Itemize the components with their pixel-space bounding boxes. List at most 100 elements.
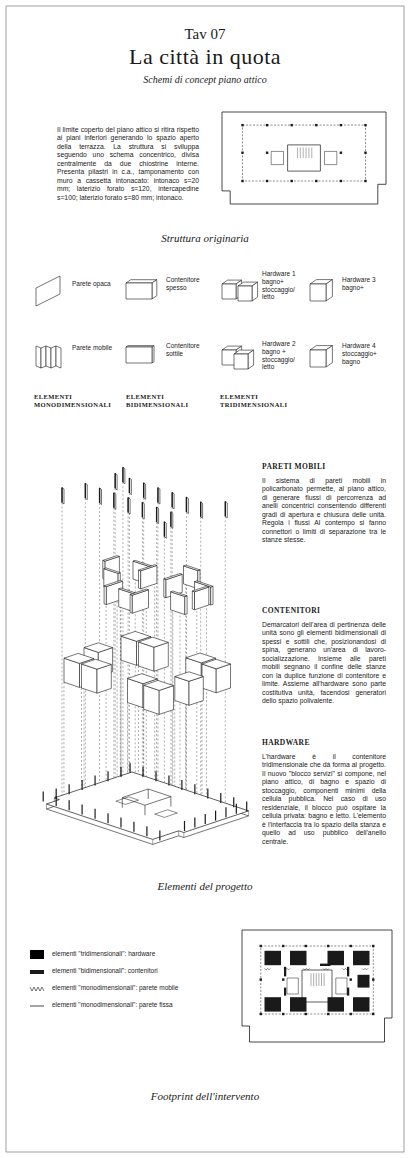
column	[241, 152, 243, 154]
column	[225, 807, 226, 817]
container-panel	[133, 560, 151, 566]
mobile-wall	[115, 473, 117, 490]
column	[372, 1013, 374, 1015]
container-panel	[130, 595, 132, 614]
container-panel	[184, 565, 201, 571]
hardware-block	[290, 951, 307, 965]
section-heading: HARDWARE	[262, 738, 386, 747]
core-edge	[148, 789, 149, 799]
mobile-wall-edge	[170, 512, 171, 527]
hardware-2-icon	[248, 350, 254, 369]
mobile-wall-icon	[56, 346, 61, 368]
floor-plan	[242, 930, 392, 1042]
element-label: Hardware 4 stoccaggio+ bagno	[342, 342, 388, 365]
column	[315, 180, 317, 182]
legend	[30, 950, 44, 1006]
mobile-wall-icon	[36, 346, 41, 368]
column	[260, 978, 262, 980]
mobile-wall-edge	[61, 488, 62, 503]
category-label: ELEMENTI MONODIMENSIONALI	[34, 393, 120, 410]
legend-swatch-color	[30, 950, 44, 959]
thin-container-icon	[126, 347, 152, 363]
column	[133, 822, 134, 832]
mobile-wall-edge	[164, 522, 165, 537]
mobile-wall	[142, 502, 144, 519]
light-well	[325, 151, 337, 164]
legend-swatch	[30, 1006, 44, 1007]
container-panel	[104, 568, 121, 574]
exploded-axonometric	[43, 467, 248, 844]
column	[282, 945, 284, 947]
container-panel	[139, 570, 141, 589]
column	[56, 789, 57, 799]
column	[350, 978, 352, 980]
section-text: Il sistema di pareti mobili in policarbo…	[262, 477, 386, 545]
core-edge	[144, 805, 145, 815]
column	[207, 789, 208, 799]
mobile-wall-edge	[157, 488, 158, 503]
light-well	[155, 810, 178, 818]
container-panel	[195, 581, 214, 587]
element-label: Hardware 2 bagno + stoccaggio/ letto	[262, 340, 308, 371]
mobile-wall	[144, 483, 146, 500]
core	[288, 145, 321, 171]
hardware-1-icon	[238, 286, 252, 301]
light-well	[116, 797, 139, 805]
mobile-wall	[343, 968, 349, 970]
thick-container-icon	[152, 280, 157, 299]
column	[69, 784, 70, 794]
section-caption: Struttura originaria	[0, 232, 410, 244]
floor-slab	[47, 772, 249, 839]
mobile-wall	[323, 968, 329, 970]
hardware-block	[358, 975, 370, 988]
column	[69, 800, 70, 810]
container-panel	[104, 586, 106, 605]
legend-swatch-bar	[30, 970, 44, 974]
slab-edge	[178, 831, 179, 836]
roof-limit	[261, 946, 374, 1014]
legend-swatch	[30, 950, 44, 959]
mobile-wall	[225, 501, 227, 518]
mobile-wall	[123, 467, 125, 484]
hardware-block	[265, 951, 282, 965]
mobile-wall	[85, 483, 87, 500]
container-panel	[192, 591, 194, 610]
container-panel	[164, 579, 166, 598]
mobile-wall-edge	[99, 488, 100, 503]
projection-line	[84, 672, 85, 794]
projection-line	[115, 488, 116, 786]
container-panel	[104, 580, 123, 586]
hardware-2-icon	[234, 354, 248, 369]
section-text: Demarcatori dell'area di pertinenza dell…	[262, 621, 386, 706]
light-well	[336, 978, 347, 994]
category-label: ELEMENTI TRIDIMENSIONALI	[220, 393, 310, 410]
container-panel	[192, 586, 209, 592]
core-edge	[170, 797, 171, 807]
column	[215, 811, 216, 821]
mobile-wall	[171, 512, 173, 529]
projection-line	[62, 503, 63, 801]
section-caption: Footprint dell'intervento	[0, 1090, 410, 1102]
mobile-wall	[362, 968, 368, 970]
section-text: L'hardware è il contenitore tridimension…	[262, 753, 386, 846]
element-label: Contenitore sottile	[166, 342, 216, 358]
mobile-wall	[100, 488, 102, 505]
section-caption: Elementi del progetto	[0, 880, 410, 892]
board-number: Tav 07	[0, 26, 410, 43]
mobile-wall	[129, 478, 131, 495]
column	[305, 1013, 307, 1015]
column	[94, 776, 95, 786]
mobile-wall-edge	[143, 483, 144, 498]
column	[120, 818, 121, 828]
hardware-block	[328, 997, 345, 1011]
mobile-wall-edge	[127, 497, 128, 512]
container-bar	[347, 988, 349, 996]
thick-container-icon	[126, 283, 152, 299]
element-label: Contenitore spesso	[166, 276, 216, 292]
column	[260, 1013, 262, 1015]
column	[282, 1013, 284, 1015]
element-label: Hardware 3 bagno+	[342, 276, 388, 292]
container-panel	[103, 556, 120, 562]
container-panel	[130, 589, 148, 595]
